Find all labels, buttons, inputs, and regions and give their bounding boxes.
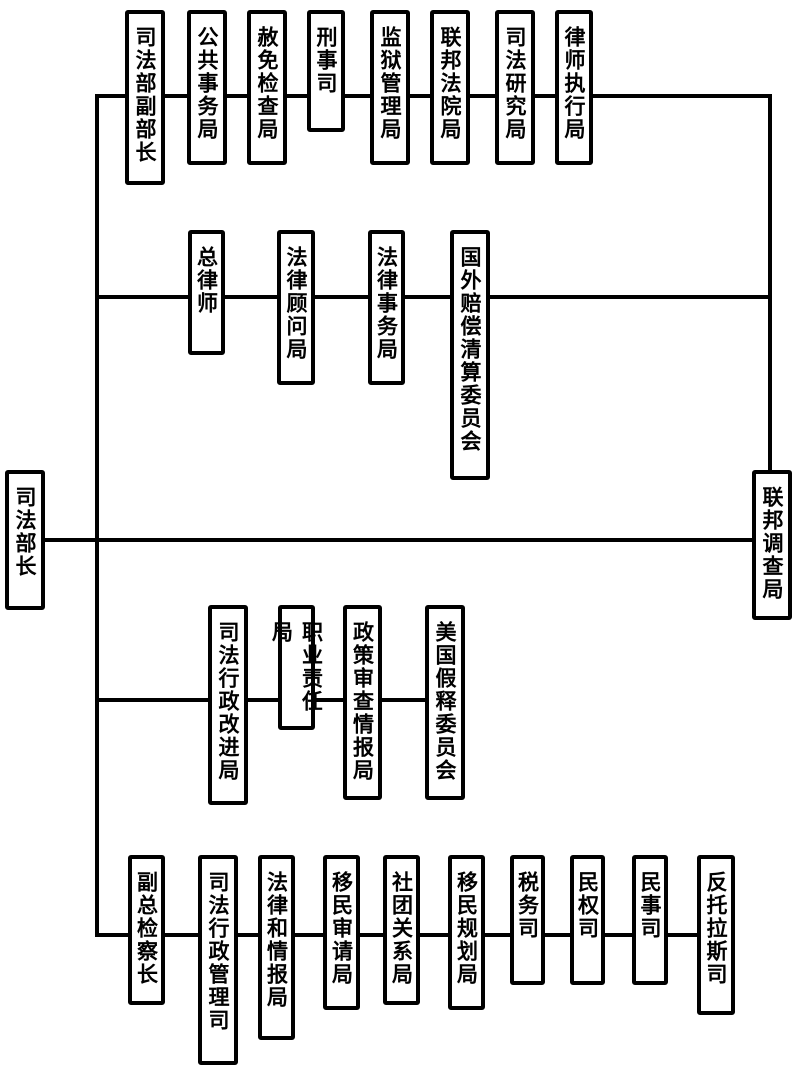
org-unit-label: 反托拉斯司: [704, 871, 728, 986]
fbi-connector: [768, 94, 772, 474]
org-unit-box: 移民规划局: [448, 855, 485, 1010]
org-unit-box: 移民审请局: [323, 855, 360, 1010]
org-unit-box: 联邦法院局: [430, 10, 470, 165]
fbi-box: 联邦调查局: [752, 470, 792, 620]
org-unit-box: 社团关系局: [383, 855, 420, 1005]
org-unit-label: 民权司: [575, 871, 600, 940]
org-unit-box: 职业责任局: [270, 605, 324, 730]
org-unit-label: 法律事务局: [374, 246, 399, 361]
org-unit-label: 社团关系局: [389, 871, 414, 986]
org-unit-box: 法律事务局: [368, 230, 405, 385]
org-unit-label: 法律顾问局: [284, 246, 308, 361]
org-unit-box: 赦免检查局: [247, 10, 287, 165]
row2-connector: [95, 295, 772, 299]
org-unit-label: 公共事务局: [195, 26, 219, 141]
org-unit-label: 司法研究局: [503, 26, 527, 141]
org-unit-label: 政策审查情报局: [350, 621, 375, 782]
org-unit-label: 职业责任局: [269, 621, 324, 713]
org-unit-label: 民事司: [638, 871, 662, 940]
org-unit-box: 反托拉斯司: [697, 855, 735, 1015]
org-unit-box: 政策审查情报局: [343, 605, 382, 800]
org-unit-label: 税务司: [515, 871, 540, 940]
org-unit-label: 司法部长: [13, 486, 37, 578]
org-unit-label: 律师执行局: [562, 26, 586, 141]
org-unit-box: 司法部副部长: [125, 10, 165, 185]
org-unit-box: 民事司: [632, 855, 668, 985]
org-unit-label: 美国假释委员会: [433, 621, 457, 782]
org-unit-box: 民权司: [570, 855, 605, 985]
root-connector: [45, 538, 755, 542]
org-unit-label: 移民规划局: [454, 871, 479, 986]
org-unit-box: 律师执行局: [555, 10, 593, 165]
org-unit-label: 联邦法院局: [438, 26, 462, 141]
org-unit-label: 国外赔偿清算委员会: [458, 246, 482, 453]
org-unit-label: 法律和情报局: [264, 871, 289, 1009]
row4-connector: [95, 698, 427, 702]
org-unit-label: 司法行政管理司: [206, 871, 230, 1032]
org-unit-label: 司法部副部长: [133, 26, 157, 164]
org-unit-label: 赦免检查局: [255, 26, 279, 141]
org-unit-box: 法律顾问局: [277, 230, 315, 385]
org-unit-box: 公共事务局: [187, 10, 227, 165]
org-unit-box: 法律和情报局: [258, 855, 295, 1040]
org-unit-box: 司法研究局: [495, 10, 535, 165]
org-unit-box: 副总检察长: [128, 855, 165, 1005]
org-unit-label: 移民审请局: [329, 871, 354, 986]
org-unit-box: 税务司: [510, 855, 545, 985]
org-unit-label: 刑事司: [314, 26, 338, 95]
org-unit-box: 国外赔偿清算委员会: [450, 230, 490, 480]
org-unit-box: 总律师: [188, 230, 225, 355]
org-unit-label: 司法行政改进局: [216, 621, 240, 782]
root-box: 司法部长: [5, 470, 45, 610]
org-unit-box: 刑事司: [307, 10, 345, 132]
main-connector: [95, 94, 99, 937]
org-unit-label: 联邦调查局: [760, 486, 784, 601]
org-unit-label: 监狱管理局: [378, 26, 402, 141]
org-unit-label: 总律师: [194, 246, 219, 315]
org-unit-box: 美国假释委员会: [425, 605, 465, 800]
org-unit-box: 监狱管理局: [370, 10, 410, 165]
org-unit-box: 司法行政管理司: [198, 855, 238, 1065]
org-unit-label: 副总检察长: [134, 871, 159, 986]
org-unit-box: 司法行政改进局: [208, 605, 248, 805]
